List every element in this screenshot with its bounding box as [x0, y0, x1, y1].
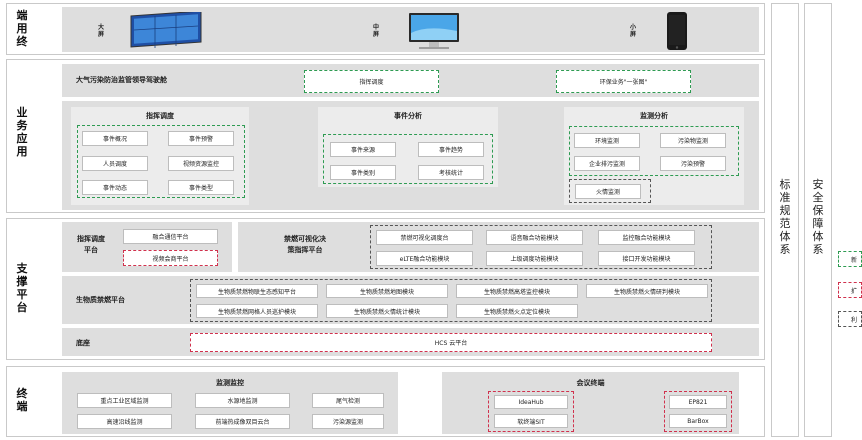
event-item: 事件类别: [330, 165, 396, 180]
biomass-item: 生物质禁燃火情研判模块: [586, 284, 708, 298]
decision-platform-title: 禁燃可视化决 策指挥平台: [284, 235, 326, 254]
endpoint-monitor-item: 污染源监测: [312, 414, 384, 429]
decision-item: 禁燃可视化调度台: [376, 230, 473, 245]
cockpit-label: 大气污染防治监管领导驾驶舱: [76, 76, 167, 84]
large-screen-label: 大 屏: [97, 24, 104, 38]
biomass-item: 生物质禁燃火情统计模块: [326, 304, 448, 318]
command-item: 事件概况: [82, 131, 148, 146]
endpoint-monitor-item: 水源地监测: [195, 393, 290, 408]
command-item: 视频资源监控: [168, 156, 234, 171]
endpoint-meeting-title: 会议终端: [576, 379, 605, 387]
command-platform-title: 指挥调度 平台: [77, 235, 105, 254]
event-item: 事件来源: [330, 142, 396, 157]
meeting-item: BarBox: [669, 414, 727, 428]
medium-screen-label: 中 屏: [372, 24, 379, 38]
legend-new-label: 新: [851, 256, 858, 264]
legend-new: 新: [838, 251, 862, 267]
biomass-platform-title: 生物质禁燃平台: [76, 296, 125, 304]
business-layer-title: 业 务 应 用: [16, 106, 28, 158]
decision-item: 上级调度功能模块: [486, 251, 583, 266]
decision-item: 语音融合功能模块: [486, 230, 583, 245]
meeting-item: 软终端SIT: [494, 414, 568, 428]
meeting-soft-wrap: [488, 391, 574, 432]
video-platform-box: 视频会商平台: [123, 250, 218, 266]
biomass-item: 生物质禁燃火点定位模块: [456, 304, 578, 318]
command-panel-items: [77, 125, 245, 198]
monitor-item: 环境监测: [574, 133, 640, 148]
meeting-hard-wrap: [664, 391, 732, 432]
monitor-panel-items: [569, 126, 739, 176]
legend-reuse: 利: [838, 311, 862, 327]
monitor-item: 火情监测: [575, 184, 641, 199]
monitor-item: 污染预警: [660, 156, 726, 171]
monitor-panel-title: 监测分析: [640, 112, 668, 120]
hcs-cloud-box: HCS 云平台: [190, 333, 712, 352]
security-column: [804, 3, 832, 437]
event-panel-title: 事件分析: [394, 112, 422, 120]
fire-monitor-wrap: [569, 179, 651, 203]
endpoint-layer-title: 终 端: [16, 387, 28, 413]
decision-item: 接口开发功能模块: [598, 251, 695, 266]
decision-item: eLTE融合功能模块: [376, 251, 473, 266]
standards-label: 标 准 规 范 体 系: [779, 178, 791, 256]
endpoint-monitor-title: 监测监控: [216, 379, 244, 387]
legend-expand: 扩: [838, 282, 862, 298]
large-screen-icon: [130, 12, 202, 48]
event-item: 考核统计: [418, 165, 484, 180]
small-screen-label: 小 屏: [629, 24, 636, 38]
biomass-item: 生物质禁燃地图模块: [326, 284, 448, 298]
base-title: 底座: [76, 339, 90, 347]
endpoint-monitor-item: 高速沿线监测: [77, 414, 172, 429]
endpoint-monitor-item: 前端热成像双目云台: [195, 414, 290, 429]
env-one-map-box: 环保业务"一张图": [556, 70, 691, 93]
endpoint-monitor-item: 尾气检测: [312, 393, 384, 408]
monitor-item: 污染物监测: [660, 133, 726, 148]
monitor-item: 企业排污监测: [574, 156, 640, 171]
legend-reuse-label: 利: [851, 316, 858, 324]
command-item: 事件类型: [168, 180, 234, 195]
event-item: 事件趋势: [418, 142, 484, 157]
legend-expand-label: 扩: [851, 287, 858, 295]
decision-items-wrap: [370, 225, 712, 269]
standards-column: [771, 3, 799, 437]
biomass-item: 生物质禁燃高塔监控模块: [456, 284, 578, 298]
command-panel-title: 指挥调度: [146, 112, 174, 120]
command-item: 人员调度: [82, 156, 148, 171]
small-screen-icon: [667, 12, 687, 50]
meeting-item: EP821: [669, 395, 727, 409]
biomass-item: 生物质禁燃网格人员巡护模块: [196, 304, 318, 318]
command-dispatch-box: 指挥调度: [304, 70, 439, 93]
security-label: 安 全 保 障 体 系: [812, 178, 824, 256]
support-layer-title: 支 撑 平 台: [16, 262, 28, 314]
decision-item: 监控融合功能模块: [598, 230, 695, 245]
biomass-item: 生物质禁燃物联生态感知平台: [196, 284, 318, 298]
comm-platform-box: 融合通信平台: [123, 229, 218, 244]
endpoint-monitor-item: 重点工业区域监测: [77, 393, 172, 408]
medium-screen-icon: [409, 13, 459, 49]
terminal-layer-title: 端 用 终: [16, 9, 28, 48]
command-item: 事件预警: [168, 131, 234, 146]
meeting-item: IdeaHub: [494, 395, 568, 409]
command-item: 事件动态: [82, 180, 148, 195]
biomass-items-wrap: [190, 279, 712, 322]
event-panel-items: [323, 134, 493, 184]
